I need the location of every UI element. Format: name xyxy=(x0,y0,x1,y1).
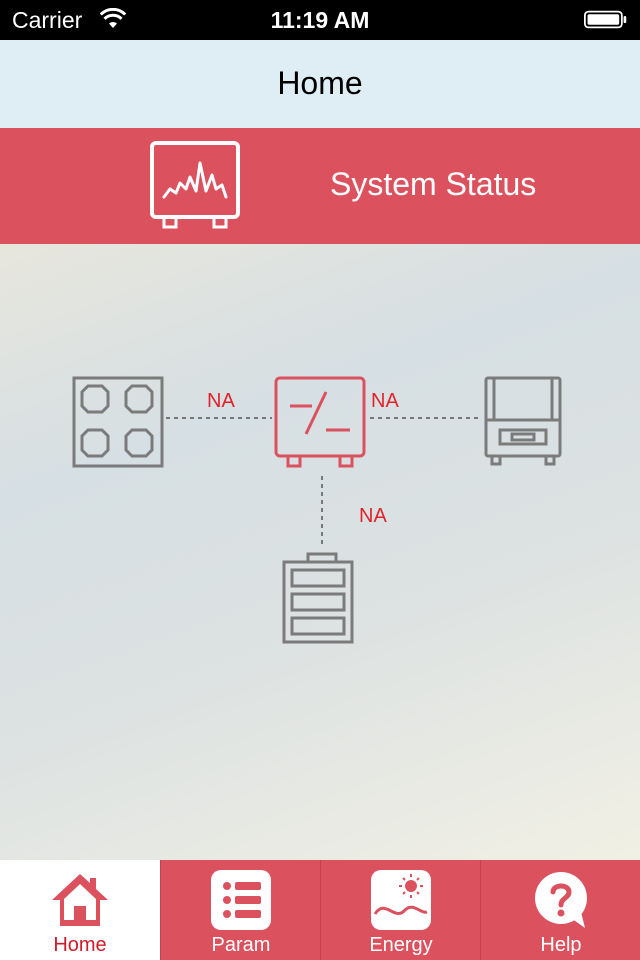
diagram-canvas xyxy=(72,376,562,644)
navigation-bar: Home xyxy=(0,40,640,128)
page-title: Home xyxy=(277,65,363,101)
sun-landscape-icon xyxy=(371,870,431,930)
battery-icon xyxy=(584,10,627,29)
tab-help[interactable]: Help xyxy=(480,860,640,960)
tab-home[interactable]: Home xyxy=(0,860,160,960)
pv-inverter-power-label: NA xyxy=(207,390,235,412)
system-status-header[interactable]: System Status xyxy=(0,128,640,244)
house-icon xyxy=(52,874,108,926)
tab-energy-label: Energy xyxy=(369,934,433,956)
tab-bar: Home Param xyxy=(0,860,640,960)
tab-param[interactable]: Param xyxy=(160,860,320,960)
battery-storage-icon xyxy=(282,552,354,644)
system-diagram: NA NA NA xyxy=(0,244,640,860)
inverter-grid-power-label: NA xyxy=(371,390,399,412)
wifi-icon xyxy=(100,8,126,28)
clock: 11:19 AM xyxy=(270,7,370,33)
system-status-label: System Status xyxy=(330,166,537,202)
tab-home-label: Home xyxy=(53,934,107,956)
carrier-label: Carrier xyxy=(12,7,83,33)
list-icon xyxy=(211,870,271,930)
status-bar: Carrier 11:19 AM xyxy=(0,0,640,40)
inverter-icon xyxy=(274,376,366,468)
grid-cabinet-icon xyxy=(484,376,562,466)
tab-energy[interactable]: Energy xyxy=(320,860,480,960)
inverter-battery-power-label: NA xyxy=(359,505,387,527)
tab-param-label: Param xyxy=(211,934,271,956)
solar-panel-icon xyxy=(72,376,164,468)
question-bubble-icon xyxy=(535,872,587,928)
tab-help-label: Help xyxy=(540,934,582,956)
monitor-waveform-icon xyxy=(150,141,240,229)
